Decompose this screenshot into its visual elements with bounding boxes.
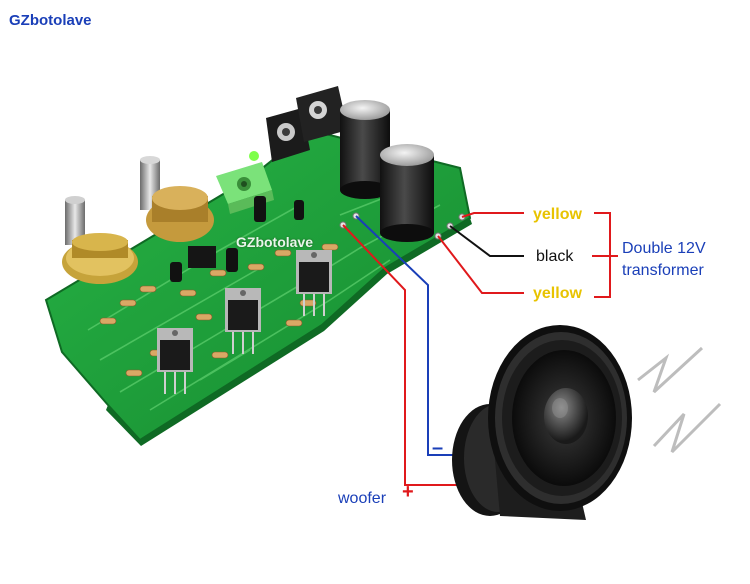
transformer-wires: [437, 212, 524, 294]
power-sockets: [266, 86, 348, 162]
transformer-label-line2: transformer: [622, 262, 704, 279]
sound-wave-icon: [637, 346, 722, 454]
wire-speaker-plus: [342, 224, 462, 486]
transformer-label-line1: Double 12V: [622, 240, 706, 257]
label-black: black: [536, 248, 574, 265]
brand-watermark: GZbotolave: [9, 12, 92, 29]
label-yellow-top: yellow: [533, 206, 582, 223]
amplifier-ic-2: [225, 288, 261, 354]
label-yellow-bottom: yellow: [533, 285, 582, 302]
woofer-speaker: [452, 325, 632, 520]
wire-black: [449, 225, 524, 257]
wire-speaker-minus: [355, 215, 462, 456]
transformer-bracket: [592, 212, 618, 298]
wire-yellow-bottom: [437, 235, 524, 294]
pcb-edge: [106, 218, 472, 446]
amplifier-board: [44, 86, 472, 446]
speaker-dust-cap: [544, 388, 588, 444]
wire-yellow-top: [461, 212, 524, 218]
small-components: [170, 151, 304, 282]
board-watermark: GZbotolave: [236, 234, 314, 250]
woofer-label: woofer: [338, 490, 387, 507]
speaker-plus-sign: +: [402, 481, 414, 503]
amplifier-ic-1: [157, 328, 193, 394]
potentiometer-left: [62, 196, 138, 284]
speaker-wires: [342, 215, 462, 486]
amplifier-ic-3: [296, 250, 332, 316]
capacitor-2: [380, 144, 434, 242]
speaker-minus-sign: –: [432, 437, 444, 459]
potentiometer-right: [140, 156, 214, 242]
